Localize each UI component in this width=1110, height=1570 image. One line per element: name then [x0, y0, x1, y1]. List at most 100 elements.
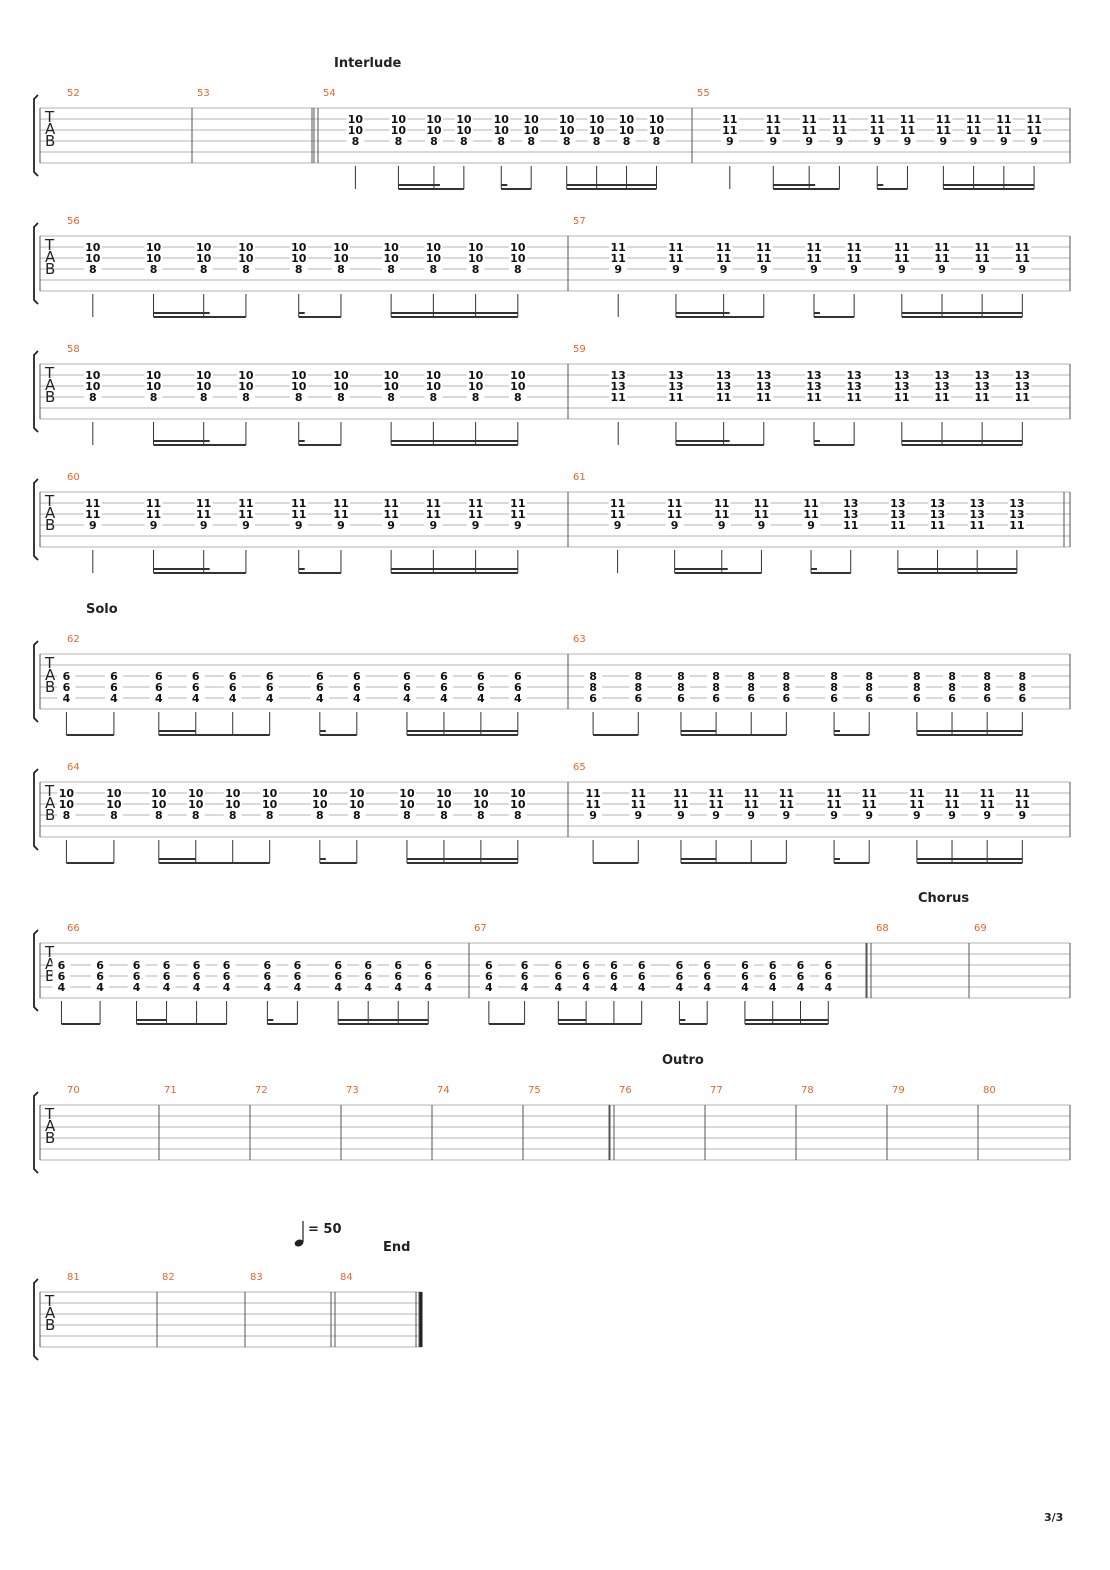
fret-number: 11: [510, 508, 525, 521]
fret-bg: [584, 788, 603, 799]
fret-bg: [289, 498, 308, 509]
fret-number: 6: [294, 959, 302, 972]
measure-number: 59: [573, 344, 586, 355]
system-bracket: [33, 929, 39, 1012]
fret-number: 11: [974, 252, 989, 265]
fret-bg: [149, 810, 168, 821]
measure-number: 61: [573, 472, 586, 483]
fret-number: 6: [741, 970, 749, 983]
fret-number: 6: [589, 692, 597, 705]
fret-bg: [236, 242, 255, 253]
fret-number: 8: [395, 135, 403, 148]
fret-number: 8: [387, 263, 395, 276]
fret-bg: [288, 960, 307, 971]
fret-bg: [52, 971, 71, 982]
fret-number: 8: [747, 670, 755, 683]
measure-number: 83: [250, 1272, 263, 1283]
fret-bg: [898, 125, 917, 136]
fret-number: 10: [468, 380, 484, 393]
fret-bg: [720, 136, 739, 147]
measure-number: 55: [697, 88, 710, 99]
measure-number: 62: [67, 634, 80, 645]
fret-bg: [471, 671, 490, 682]
fret-bg: [424, 509, 443, 520]
fret-number: 11: [1015, 252, 1030, 265]
fret-bg: [671, 788, 690, 799]
fret-number: 11: [426, 508, 441, 521]
fret-bg: [289, 264, 308, 275]
fret-bg: [1013, 264, 1032, 275]
fret-number: 4: [193, 981, 201, 994]
fret-bg: [714, 264, 733, 275]
fret-number: 10: [473, 798, 489, 811]
fret-bg: [584, 682, 603, 693]
fret-bg: [454, 136, 473, 147]
fret-number: 10: [510, 798, 526, 811]
fret-bg: [515, 971, 534, 982]
tab-clef-letter: T: [44, 654, 55, 672]
fret-number: 10: [494, 113, 510, 126]
fret-number: 6: [403, 670, 411, 683]
fret-number: 9: [830, 809, 838, 822]
measure-number: 52: [67, 88, 80, 99]
fret-bg: [1013, 810, 1032, 821]
fret-number: 10: [524, 113, 540, 126]
fret-bg: [1025, 125, 1044, 136]
fret-bg: [994, 136, 1013, 147]
fret-number: 11: [870, 113, 885, 126]
fret-number: 13: [668, 369, 683, 382]
fret-number: 8: [155, 809, 163, 822]
fret-bg: [698, 960, 717, 971]
fret-number: 9: [983, 809, 991, 822]
fret-bg: [260, 810, 279, 821]
fret-bg: [424, 125, 443, 136]
fret-number: 11: [673, 787, 688, 800]
fret-number: 11: [426, 497, 441, 510]
fret-bg: [186, 799, 205, 810]
fret-bg: [943, 799, 962, 810]
fret-bg: [236, 253, 255, 264]
fret-number: 6: [440, 681, 448, 694]
fret-bg: [331, 242, 350, 253]
fret-bg: [928, 509, 947, 520]
fret-number: 10: [291, 369, 307, 382]
fret-bg: [934, 136, 953, 147]
tab-clef-letter: B: [45, 516, 55, 534]
fret-number: 13: [974, 369, 989, 382]
tab-clef-letter: T: [44, 1105, 55, 1123]
fret-number: 6: [223, 959, 231, 972]
fret-number: 4: [364, 981, 372, 994]
fret-bg: [892, 264, 911, 275]
fret-number: 10: [391, 113, 407, 126]
fret-number: 11: [714, 497, 729, 510]
fret-number: 6: [133, 959, 141, 972]
fret-bg: [973, 253, 992, 264]
fret-number: 10: [196, 252, 212, 265]
fret-bg: [397, 682, 416, 693]
tab-clef-letter: A: [45, 1304, 56, 1322]
fret-bg: [288, 971, 307, 982]
fret-number: 8: [830, 681, 838, 694]
fret-number: 11: [716, 252, 731, 265]
fret-number: 6: [521, 970, 529, 983]
fret-number: 11: [1015, 787, 1030, 800]
fret-number: 10: [589, 113, 605, 126]
fret-number: 11: [1015, 391, 1030, 404]
system-bracket: [33, 768, 39, 851]
measure-number: 82: [162, 1272, 175, 1283]
fret-number: 6: [316, 681, 324, 694]
fret-bg: [932, 242, 951, 253]
fret-bg: [424, 370, 443, 381]
fret-number: 8: [712, 670, 720, 683]
fret-number: 6: [610, 970, 618, 983]
measure-number: 68: [876, 923, 889, 934]
fret-bg: [382, 242, 401, 253]
fret-number: 11: [610, 508, 625, 521]
measure-number: 57: [573, 216, 586, 227]
fret-number: 6: [703, 959, 711, 972]
tab-clef-letter: A: [45, 248, 56, 266]
fret-number: 9: [589, 809, 597, 822]
fret-number: 4: [824, 981, 832, 994]
fret-number: 6: [440, 670, 448, 683]
fret-number: 8: [514, 263, 522, 276]
